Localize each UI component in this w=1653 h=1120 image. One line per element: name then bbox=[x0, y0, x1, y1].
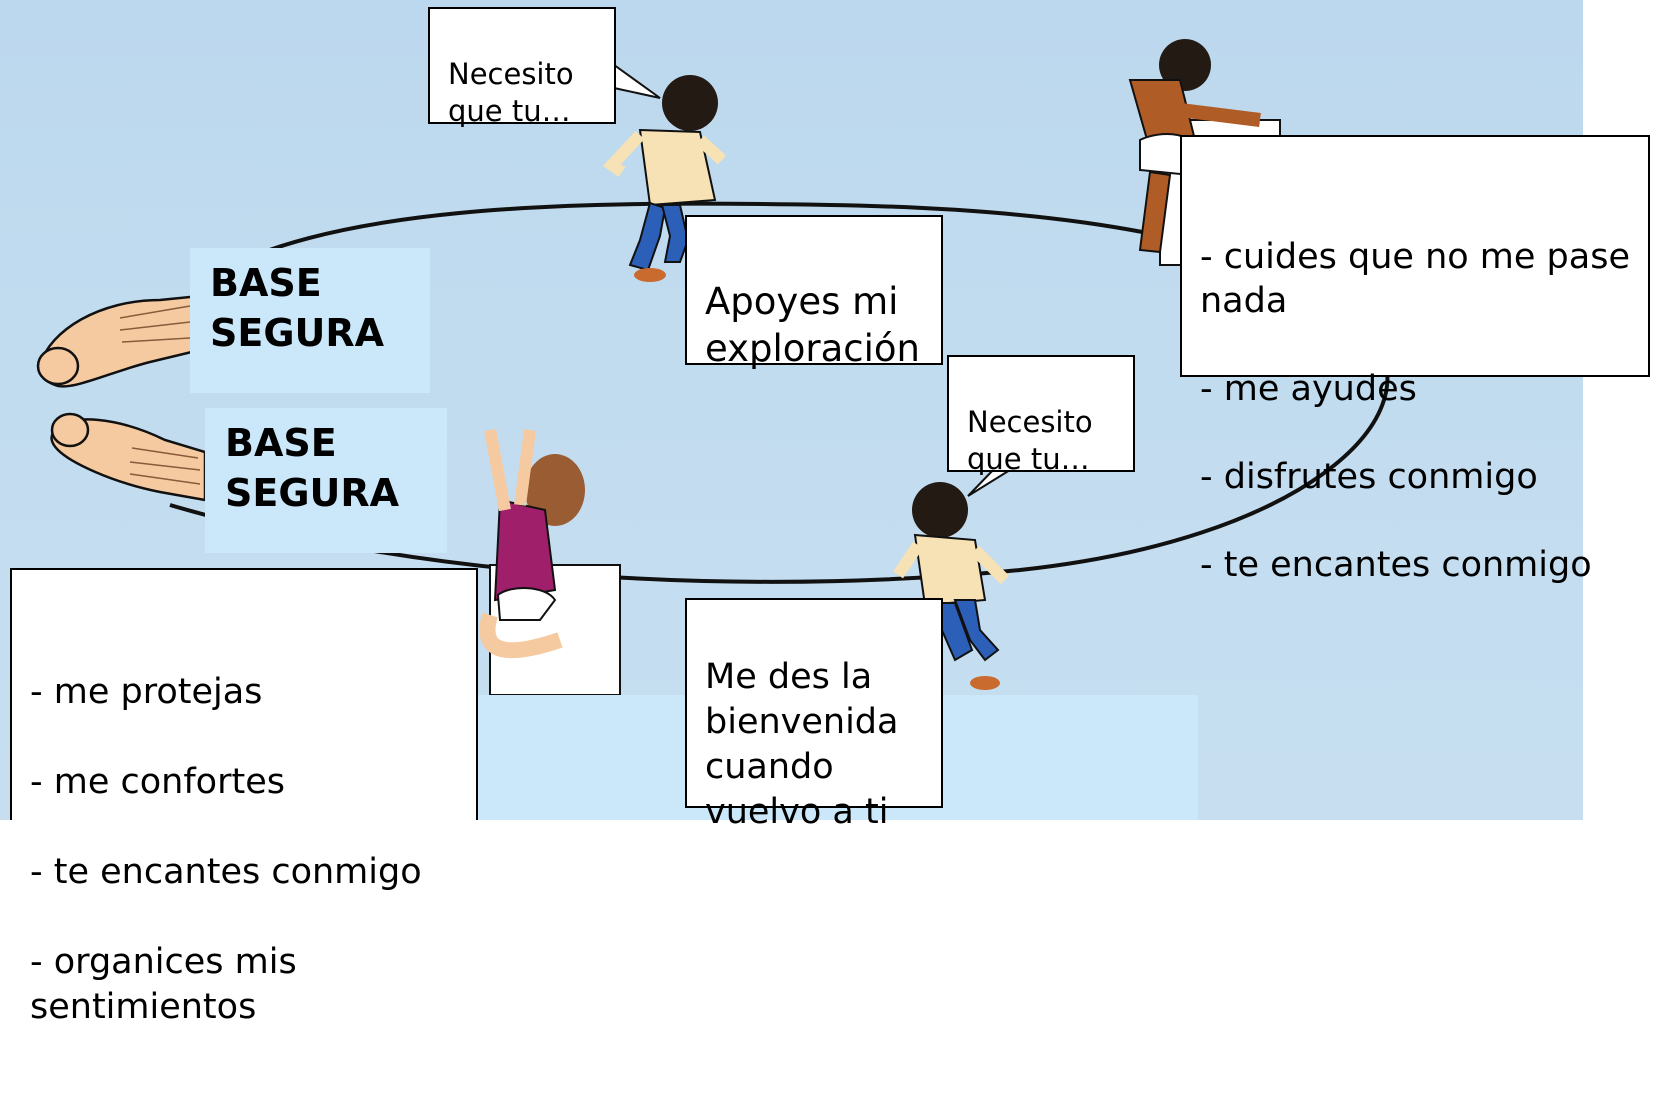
base-segura-top-label: BASE SEGURA bbox=[210, 261, 385, 355]
comfort-need-item: - me confortes bbox=[30, 762, 285, 802]
exploration-needs-list: - cuides que no me pase nada - me ayudes… bbox=[1200, 191, 1630, 631]
exploration-need-item: - cuides que no me pase nada bbox=[1200, 237, 1630, 321]
exploration-need-item: - me ayudes bbox=[1200, 369, 1417, 409]
circle-of-security-illustration: BASE SEGURA BASE SEGURA Necesito que tu…… bbox=[0, 0, 1650, 1027]
comfort-need-item: - te encantes conmigo bbox=[30, 852, 422, 892]
child-reaching-figure bbox=[479, 428, 585, 659]
speech-bubble-right: Necesito que tu… bbox=[947, 355, 1135, 476]
exploration-need-item: - disfrutes conmigo bbox=[1200, 457, 1538, 497]
comfort-needs-box: - me protejas - me confortes - te encant… bbox=[10, 568, 478, 1027]
bubble-tail-top bbox=[608, 59, 661, 99]
explore-support-box: Apoyes mi exploración bbox=[685, 215, 943, 370]
lower-hand-icon bbox=[50, 412, 207, 502]
upper-hand-icon bbox=[36, 294, 202, 388]
comfort-needs-list: - me protejas - me confortes - te encant… bbox=[30, 625, 458, 1075]
exploration-needs-box: - cuides que no me pase nada - me ayudes… bbox=[1180, 135, 1650, 585]
speech-bubble-top-text: Necesito que tu… bbox=[448, 57, 574, 128]
comfort-need-item: - me protejas bbox=[30, 672, 263, 712]
base-segura-top-background bbox=[190, 248, 430, 393]
child-exploring-figure bbox=[602, 75, 727, 282]
exploration-need-item: - te encantes conmigo bbox=[1200, 545, 1592, 585]
illustration-art bbox=[36, 39, 1390, 696]
speech-bubble-top: Necesito que tu… bbox=[428, 7, 616, 128]
welcome-back-box: Me des la bienvenida cuando vuelvo a ti bbox=[685, 598, 943, 832]
comfort-need-item: - organices mis sentimientos bbox=[30, 942, 297, 1027]
base-segura-bottom-label: BASE SEGURA bbox=[225, 421, 400, 515]
base-segura-bottom-background bbox=[205, 408, 447, 553]
speech-bubble-right-text: Necesito que tu… bbox=[967, 405, 1093, 476]
explore-support-text: Apoyes mi exploración bbox=[705, 280, 921, 370]
welcome-back-text: Me des la bienvenida cuando vuelvo a ti bbox=[705, 657, 899, 832]
